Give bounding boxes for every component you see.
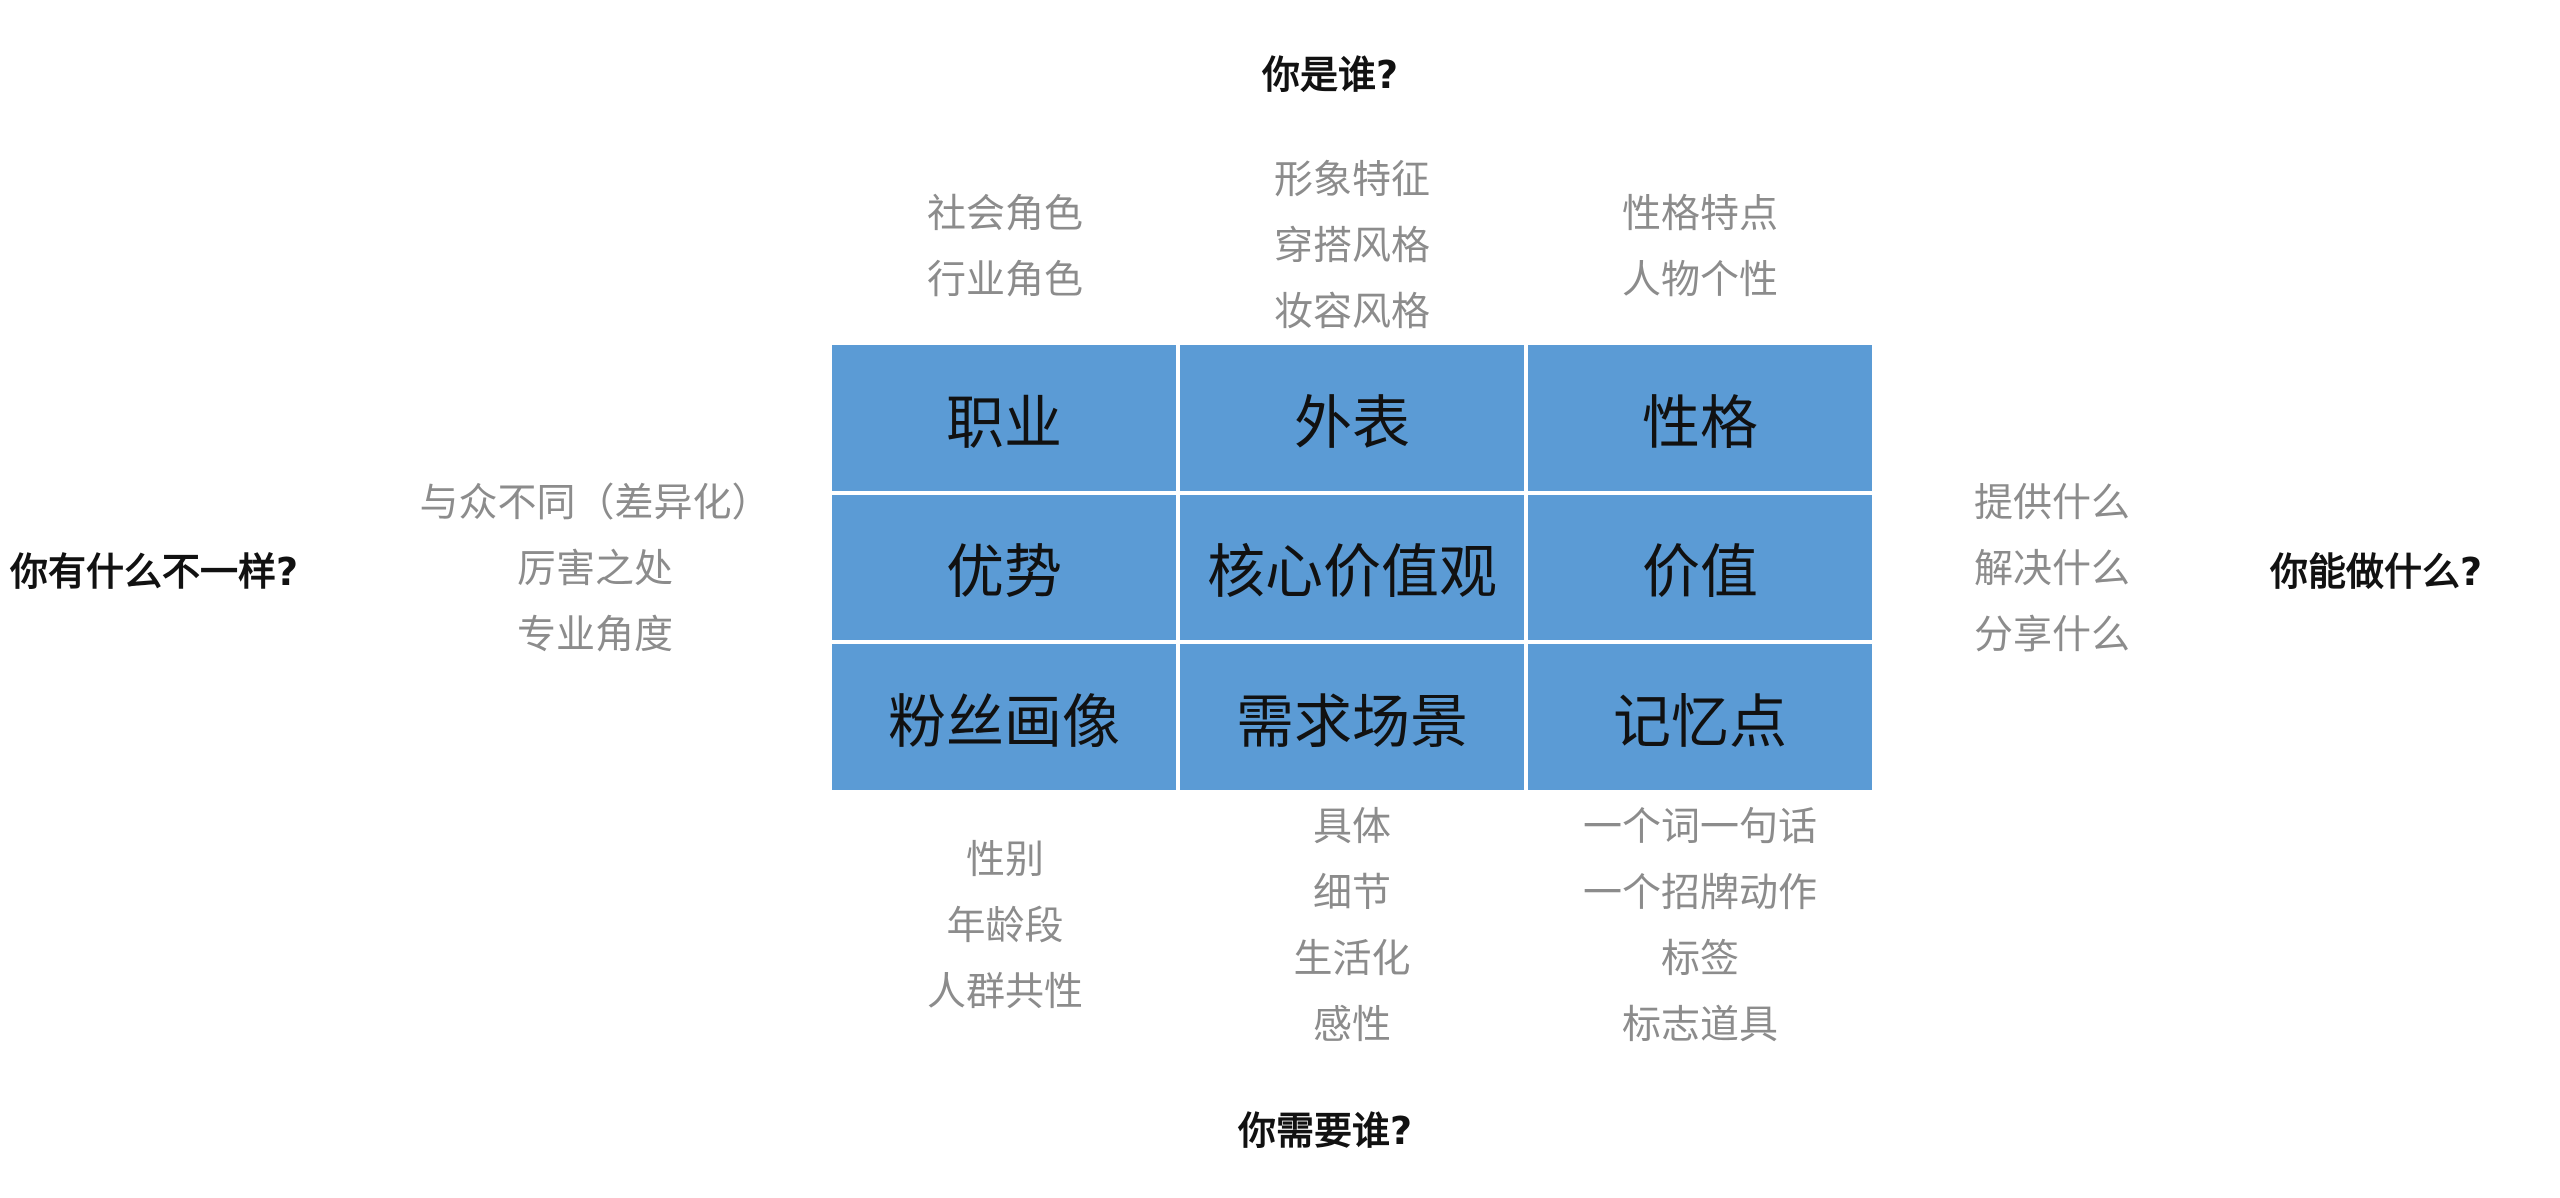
note-line: 感性 [1312, 1003, 1391, 1048]
cell-appearance: 外表 [1180, 345, 1524, 491]
note-right: 提供什么 解决什么 分享什么 [1942, 471, 2162, 669]
axis-label-bottom: 你需要谁? [1238, 1109, 1413, 1153]
note-line: 厉害之处 [516, 547, 673, 592]
note-bottom-left: 性别 年龄段 人群共性 [905, 828, 1105, 1026]
note-top-right: 性格特点 人物个性 [1600, 182, 1800, 314]
note-line: 社会角色 [926, 192, 1083, 237]
note-line: 专业角度 [516, 613, 673, 658]
note-line: 一个招牌动作 [1582, 871, 1817, 916]
note-bottom-right: 一个词一句话 一个招牌动作 标签 标志道具 [1550, 795, 1850, 1059]
cell-fan-portrait: 粉丝画像 [832, 644, 1176, 790]
note-top-center: 形象特征 穿搭风格 妆容风格 [1252, 148, 1452, 346]
note-line: 性格特点 [1621, 192, 1778, 237]
note-top-left: 社会角色 行业角色 [905, 182, 1105, 314]
note-line: 穿搭风格 [1273, 224, 1430, 269]
axis-label-top: 你是谁? [1262, 53, 1399, 97]
note-line: 一个词一句话 [1582, 805, 1817, 850]
note-left: 与众不同（差异化） 厉害之处 专业角度 [385, 471, 805, 669]
note-line: 细节 [1312, 871, 1391, 916]
note-line: 与众不同（差异化） [419, 481, 771, 526]
note-line: 解决什么 [1973, 547, 2130, 592]
core-grid: 职业 外表 性格 优势 核心价值观 价值 粉丝画像 需求场景 记忆点 [832, 345, 1872, 790]
cell-memory-point: 记忆点 [1528, 644, 1872, 790]
axis-label-right: 你能做什么? [2270, 550, 2483, 594]
note-line: 行业角色 [926, 258, 1083, 303]
note-line: 具体 [1312, 805, 1391, 850]
note-line: 人群共性 [926, 970, 1083, 1015]
note-line: 标签 [1660, 937, 1739, 982]
note-line: 提供什么 [1973, 481, 2130, 526]
note-line: 年龄段 [946, 904, 1064, 949]
cell-core-values: 核心价值观 [1180, 494, 1524, 641]
cell-demand-scene: 需求场景 [1180, 644, 1524, 790]
note-line: 妆容风格 [1273, 290, 1430, 335]
note-line: 标志道具 [1621, 1003, 1778, 1048]
note-line: 形象特征 [1273, 158, 1430, 203]
cell-advantage: 优势 [832, 494, 1176, 641]
note-line: 分享什么 [1973, 613, 2130, 658]
cell-occupation: 职业 [832, 345, 1176, 491]
note-line: 生活化 [1293, 937, 1411, 982]
axis-label-left: 你有什么不一样? [10, 550, 299, 594]
note-line: 人物个性 [1621, 258, 1778, 303]
note-line: 性别 [965, 838, 1044, 883]
cell-value: 价值 [1528, 494, 1872, 641]
note-bottom-center: 具体 细节 生活化 感性 [1252, 795, 1452, 1059]
cell-personality: 性格 [1528, 345, 1872, 491]
